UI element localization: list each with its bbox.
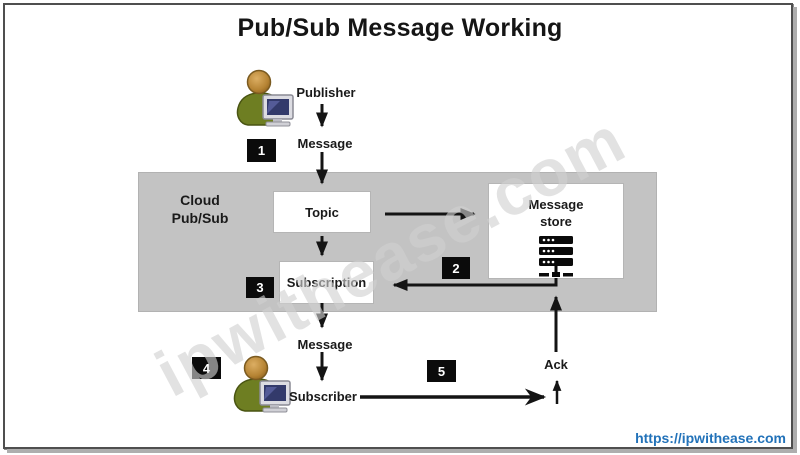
step-3-badge: 3 [246, 277, 274, 298]
cloud-pubsub-label: Cloud Pub/Sub [150, 191, 250, 227]
cloud-pubsub-label-line2: Pub/Sub [171, 210, 229, 226]
publish-message-label: Message [297, 136, 353, 151]
footer-website-link[interactable]: https://ipwithease.com [635, 430, 786, 446]
subscriber-user-icon [233, 355, 291, 413]
server-stack-icon [539, 236, 573, 277]
message-store-label-line1: Message [528, 197, 584, 212]
step-4-badge: 4 [192, 357, 221, 379]
subscriber-label: Subscriber [289, 389, 357, 404]
topic-node: Topic [274, 192, 370, 232]
ack-label: Ack [544, 357, 568, 372]
subscription-node: Subscription [280, 262, 373, 303]
publisher-user-icon [236, 69, 294, 127]
page-title: Pub/Sub Message Working [237, 14, 563, 42]
step-5-badge: 5 [427, 360, 456, 382]
deliver-message-label: Message [297, 337, 353, 352]
step-1-badge: 1 [247, 139, 276, 162]
message-store-label-line2: store [540, 214, 572, 229]
message-store-node: Message store [489, 184, 623, 278]
cloud-pubsub-label-line1: Cloud [180, 192, 220, 208]
step-2-badge: 2 [442, 257, 470, 279]
publisher-label: Publisher [296, 85, 356, 100]
